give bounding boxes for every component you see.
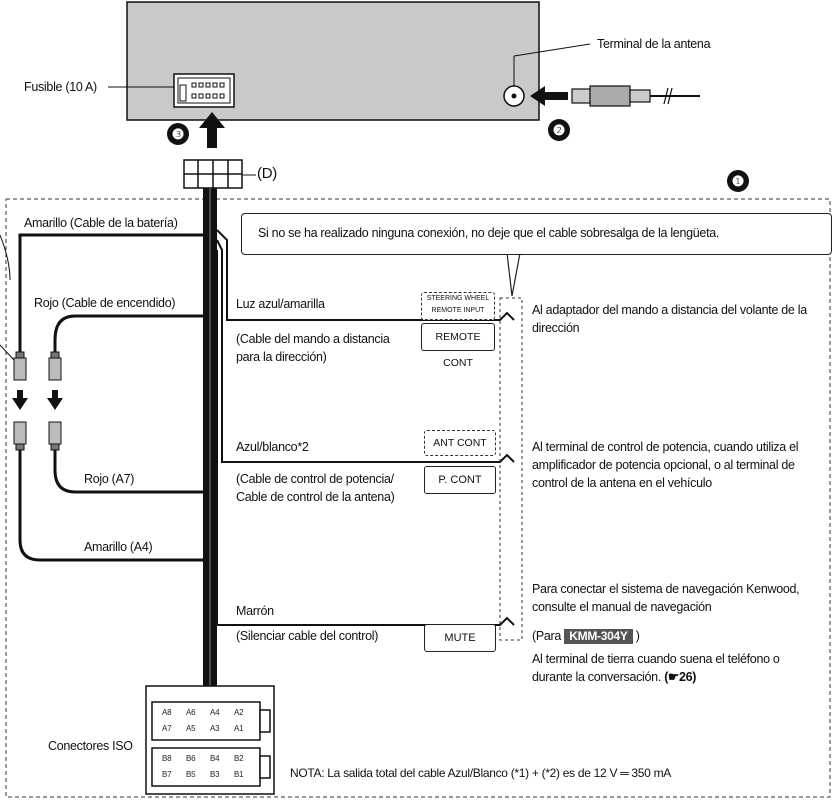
iso-pin-a2: A2: [234, 708, 244, 717]
iso-pin-b3: B3: [210, 770, 220, 779]
iso-pin-b6: B6: [186, 754, 196, 763]
iso-pin-a8: A8: [162, 708, 172, 717]
power-control-desc: (Cable de control de potencia/ Cable de …: [236, 472, 395, 504]
iso-pin-b7: B7: [162, 770, 172, 779]
steering-destination: Al adaptador del mando a distancia del v…: [532, 303, 807, 335]
steering-wheel-box: STEERING WHEEL REMOTE INPUT: [421, 292, 495, 320]
mute-desc: (Silenciar cable del control): [236, 629, 379, 643]
iso-pin-a7: A7: [162, 724, 172, 733]
power-note: NOTA: La salida total del cable Azul/Bla…: [290, 766, 671, 780]
iso-pin-a5: A5: [186, 724, 196, 733]
iso-pin-b2: B2: [234, 754, 244, 763]
number-3-icon: ❸: [167, 123, 189, 145]
antenna-arrow: [530, 86, 568, 106]
iso-pin-a3: A3: [210, 724, 220, 733]
number-1-icon: ❶: [727, 170, 749, 192]
ground-destination: Al terminal de tierra cuando suena el te…: [532, 650, 822, 686]
nav-for-prefix: (Para: [532, 629, 562, 643]
remote-cont-box: REMOTE CONT: [421, 323, 495, 369]
mute-box: MUTE: [424, 624, 496, 652]
steering-desc: (Cable del mando a distancia para la dir…: [236, 332, 390, 364]
connector-d-label: (D): [257, 165, 277, 182]
navigation-for-line: (Para KMM-304Y ): [532, 627, 640, 645]
fuse-socket: [173, 73, 235, 108]
iso-pin-b1: B1: [234, 770, 244, 779]
blue-white-label: Azul/blanco*2: [236, 440, 309, 454]
nav-model-badge: KMM-304Y: [564, 629, 633, 644]
callout-text: Si no se ha realizado ninguna conexión, …: [258, 226, 720, 240]
iso-connector: [145, 685, 275, 795]
harness-region: [5, 198, 831, 798]
navigation-destination: Para conectar el sistema de navegación K…: [532, 582, 800, 614]
iso-pin-a4: A4: [210, 708, 220, 717]
ground-ref: (☛26): [664, 670, 697, 684]
red-ignition-label: Rojo (Cable de encendido): [34, 296, 176, 310]
power-destination: Al terminal de control de potencia, cuan…: [532, 440, 799, 490]
fuse-label: Fusible (10 A): [24, 80, 97, 94]
iso-pin-b4: B4: [210, 754, 220, 763]
insert-arrow: [199, 112, 225, 148]
light-blue-yellow-label: Luz azul/amarilla: [236, 297, 325, 311]
yellow-a4-label: Amarillo (A4): [84, 540, 153, 554]
plug-lower-right: [48, 421, 62, 451]
plug-upper-left: [13, 351, 27, 381]
number-2-icon: ❷: [548, 119, 570, 141]
plug-upper-right: [48, 351, 62, 381]
ground-text: Al terminal de tierra cuando suena el te…: [532, 652, 780, 684]
antenna-plug: [571, 85, 700, 107]
callout-box: [241, 213, 832, 255]
iso-pin-b5: B5: [186, 770, 196, 779]
iso-pin-a6: A6: [186, 708, 196, 717]
brown-label: Marrón: [236, 604, 274, 618]
ant-cont-box: ANT CONT: [424, 430, 496, 456]
red-a7-label: Rojo (A7): [84, 472, 135, 486]
nav-for-suffix: ): [635, 629, 640, 643]
yellow-battery-label: Amarillo (Cable de la batería): [24, 216, 178, 230]
antenna-terminal-label: Terminal de la antena: [597, 37, 711, 51]
connector-d: [183, 159, 243, 189]
iso-connectors-label: Conectores ISO: [48, 739, 133, 753]
plug-lower-left: [13, 421, 27, 451]
iso-pin-b8: B8: [162, 754, 172, 763]
iso-pin-a1: A1: [234, 724, 244, 733]
p-cont-box: P. CONT: [424, 466, 496, 494]
